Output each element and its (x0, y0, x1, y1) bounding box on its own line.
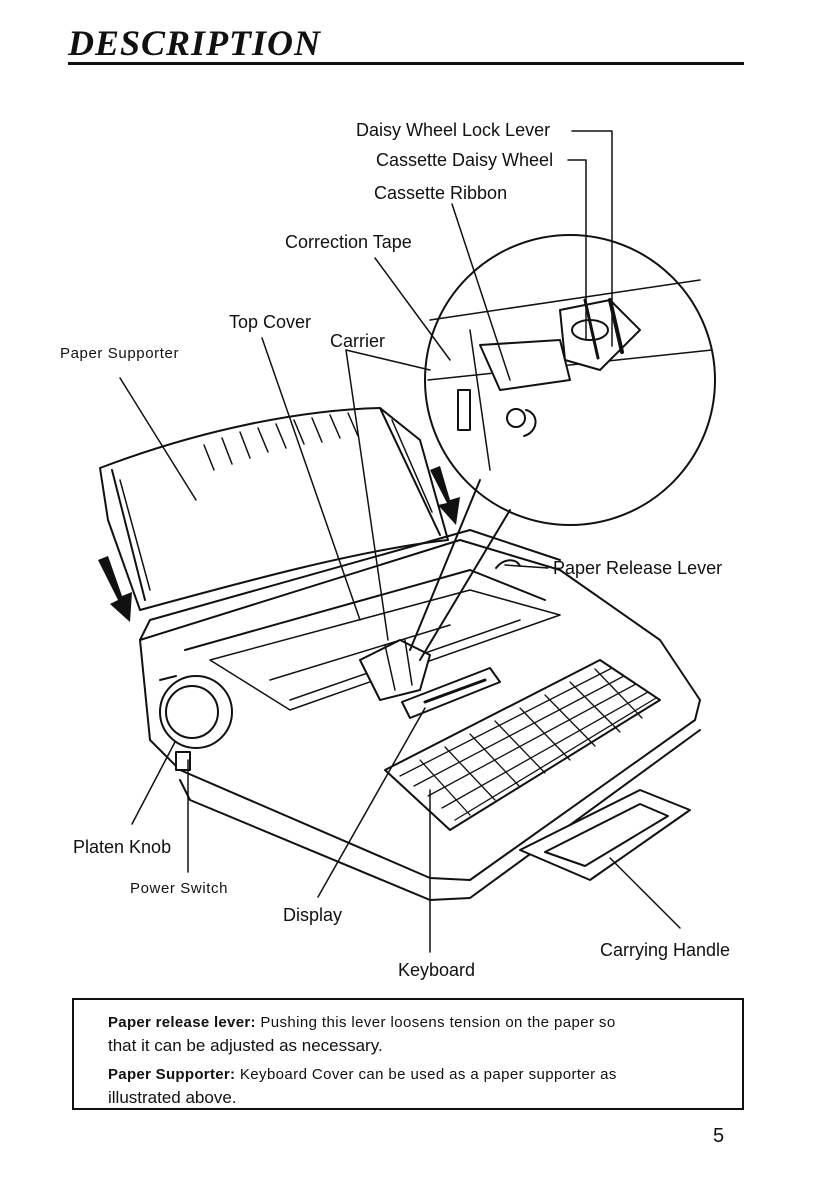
note-text: Pushing this lever loosens tension on th… (255, 1014, 616, 1031)
page-title: DESCRIPTION (68, 23, 322, 63)
label-top-cover: Top Cover (229, 312, 312, 332)
note-text-cont: that it can be adjusted as necessary. (108, 1036, 383, 1055)
label-cassette-daisy-wheel: Cassette Daisy Wheel (376, 150, 554, 170)
label-carrying-handle: Carrying Handle (600, 940, 731, 960)
note-paper-release-lever: Paper release lever: Pushing this lever … (108, 1010, 728, 1057)
note-text-cont: illustrated above. (108, 1088, 237, 1107)
label-carrier: Carrier (330, 331, 386, 351)
label-cassette-ribbon: Cassette Ribbon (374, 183, 508, 203)
callout-leader-lines (119, 130, 681, 953)
label-paper-release-lever: Paper Release Lever (553, 558, 723, 578)
note-text: Keyboard Cover can be used as a paper su… (235, 1066, 617, 1083)
typewriter-body-drawing (139, 529, 701, 901)
label-paper-supporter: Paper Supporter (60, 345, 180, 362)
title-underline (68, 62, 744, 65)
label-display: Display (283, 905, 343, 925)
note-term: Paper Supporter: (108, 1066, 236, 1083)
label-power-switch: Power Switch (130, 880, 229, 897)
label-daisy-wheel-lock-lever: Daisy Wheel Lock Lever (356, 120, 551, 140)
label-keyboard: Keyboard (398, 960, 476, 980)
label-correction-tape: Correction Tape (285, 232, 412, 252)
magnified-carrier-detail (409, 234, 716, 661)
note-term: Paper release lever: (108, 1014, 256, 1031)
note-paper-supporter: Paper Supporter: Keyboard Cover can be u… (108, 1062, 728, 1109)
notes-box: Paper release lever: Pushing this lever … (72, 998, 744, 1110)
page-number: 5 (713, 1125, 725, 1147)
label-platen-knob: Platen Knob (73, 837, 172, 857)
insert-arrows (98, 466, 460, 622)
